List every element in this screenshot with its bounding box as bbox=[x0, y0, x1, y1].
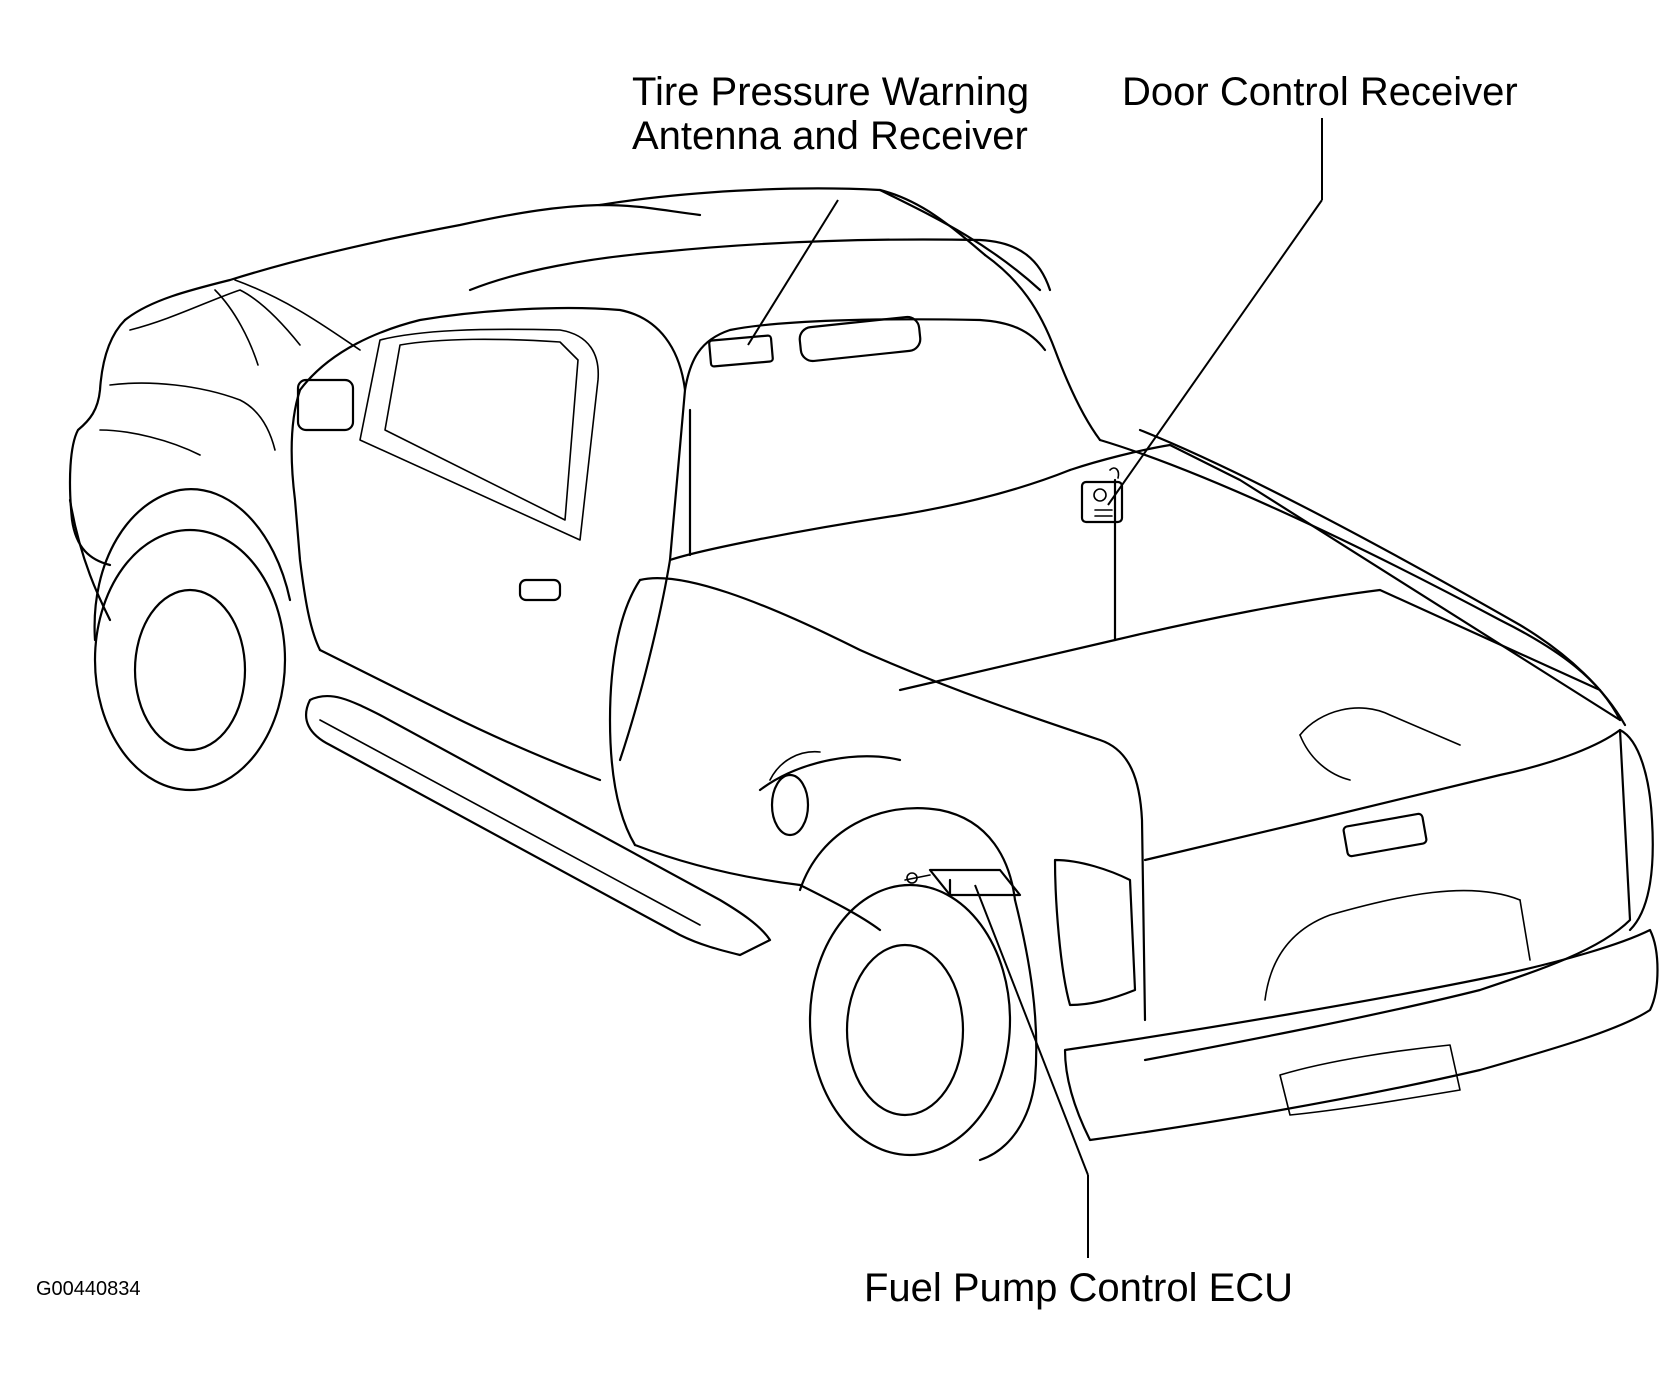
diagram-code: G00440834 bbox=[36, 1278, 141, 1300]
cab-door-outline bbox=[298, 306, 687, 762]
rear-tire bbox=[808, 883, 1012, 1157]
label-door-control-receiver: Door Control Receiver bbox=[1122, 70, 1518, 114]
leader-line-fuel-pump bbox=[974, 884, 1089, 1176]
rear-rim bbox=[845, 943, 965, 1117]
front-fender bbox=[68, 318, 127, 567]
bed-side-panel bbox=[638, 576, 1147, 1022]
leader-line-tire-pressure bbox=[747, 199, 839, 346]
component-tire-pressure-receiver bbox=[708, 315, 922, 368]
leader-line-door-control-diag bbox=[1107, 199, 1323, 506]
label-tire-line-1: Tire Pressure Warning bbox=[632, 70, 1030, 114]
label-tire-pressure-warning-antenna-receiver: Tire Pressure Warning Antenna and Receiv… bbox=[632, 70, 1029, 158]
roof-outline bbox=[468, 238, 1052, 292]
component-fuel-pump-ecu bbox=[904, 868, 1022, 897]
door-handle bbox=[518, 578, 562, 602]
hood-outline bbox=[123, 203, 702, 322]
tail-light bbox=[1053, 858, 1137, 1007]
label-fuel-pump-control-ecu: Fuel Pump Control ECU bbox=[864, 1266, 1294, 1310]
front-rim bbox=[133, 588, 247, 752]
front-tire bbox=[93, 528, 287, 792]
pickup-truck-drawing bbox=[68, 187, 1659, 1162]
tailgate bbox=[1143, 728, 1632, 1062]
component-door-control-receiver bbox=[1080, 467, 1124, 524]
rear-bumper bbox=[1063, 928, 1659, 1142]
bed-interior bbox=[1068, 443, 1622, 722]
fuel-door bbox=[770, 773, 810, 837]
label-tire-line-2: Antenna and Receiver bbox=[632, 114, 1028, 158]
running-board bbox=[304, 695, 772, 957]
